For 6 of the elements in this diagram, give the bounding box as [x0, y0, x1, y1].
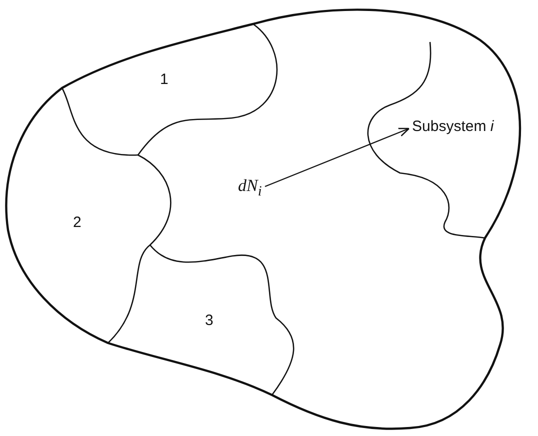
- arrow: [264, 128, 410, 188]
- region-label: 2: [73, 215, 82, 232]
- region-label: 3: [205, 313, 214, 330]
- region-label: Subsystem i: [412, 119, 494, 136]
- region-label: 1: [160, 72, 168, 88]
- symbol-label: dN$_{i}$: [238, 177, 262, 200]
